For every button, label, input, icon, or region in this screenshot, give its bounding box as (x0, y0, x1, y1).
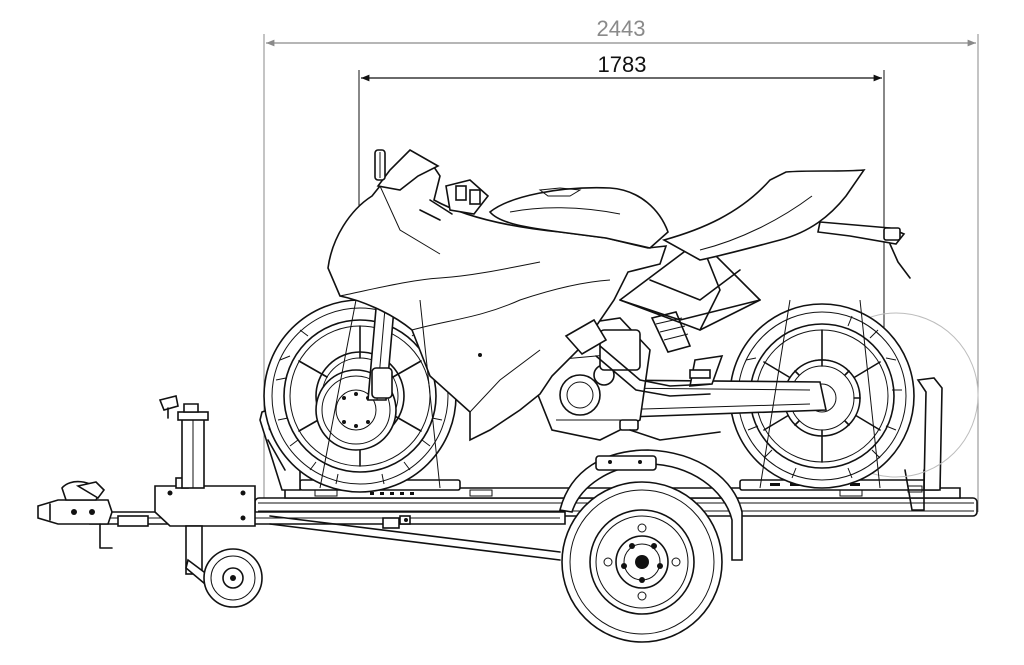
trailer-fender (559, 449, 743, 561)
rear-wheel-stop (904, 377, 943, 511)
fuel-tank (488, 186, 669, 249)
jockey-wheel-post (158, 395, 214, 586)
trailer (37, 377, 978, 643)
tie-down-straps (319, 299, 881, 489)
junction-box (154, 477, 256, 527)
exhaust (564, 318, 711, 397)
handlebar (419, 179, 490, 221)
seat-tail (661, 169, 911, 279)
inner-length-label: 1783 (598, 52, 647, 77)
overall-length-label: 2443 (597, 16, 646, 41)
fairing (327, 161, 668, 442)
drawbar-connectors (382, 515, 411, 529)
windscreen (374, 149, 440, 191)
trailer-coupling (37, 480, 149, 549)
trailer-wheel (561, 481, 723, 643)
motorcycle (263, 149, 979, 493)
footpegs (619, 369, 721, 441)
rear-shock (650, 311, 692, 353)
jockey-wheel (203, 548, 263, 608)
trailer-drawbar (89, 511, 566, 561)
